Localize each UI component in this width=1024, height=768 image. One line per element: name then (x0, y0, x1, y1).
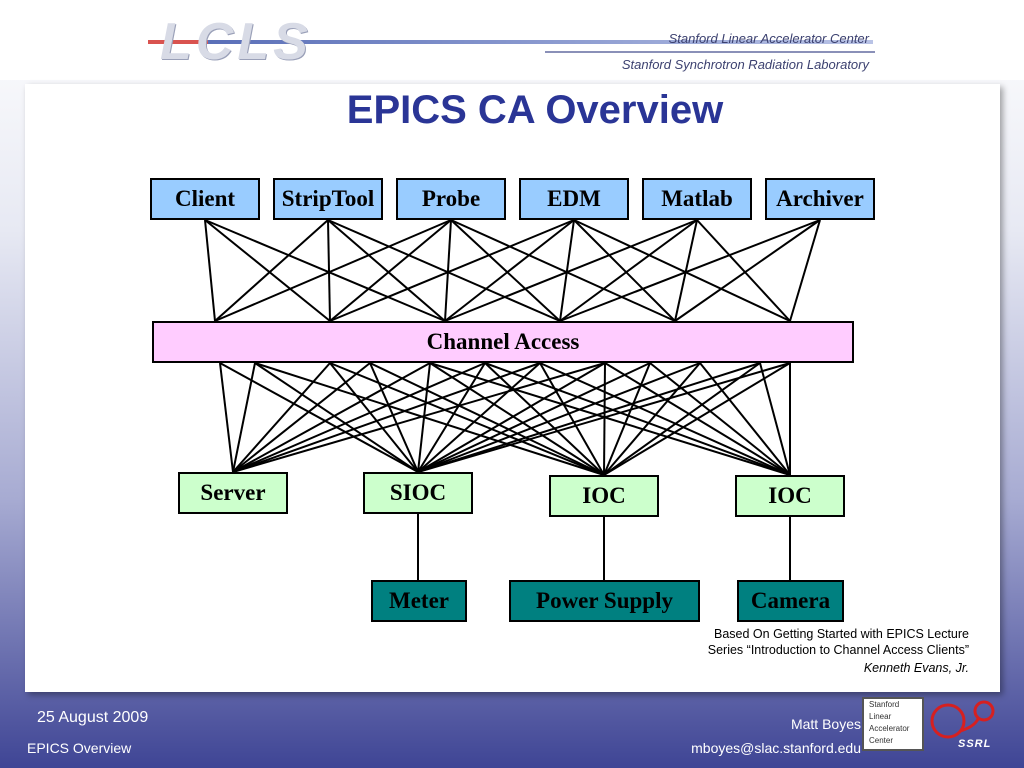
org-divider (545, 51, 875, 53)
ca-server-link (417, 362, 701, 473)
ca-server-link (539, 362, 605, 476)
ca-server-link (417, 362, 606, 473)
client-ca-link (444, 219, 452, 322)
client-ca-link (559, 219, 698, 322)
ca-server-link (232, 362, 256, 473)
channel-access-box: Channel Access (152, 321, 854, 363)
ca-server-link (417, 362, 486, 473)
footer-name: Matt Boyes (790, 716, 861, 732)
ca-server-link (417, 362, 651, 473)
slac-logo-line: Linear (869, 712, 892, 721)
ca-server-link (329, 362, 605, 476)
slac-logo-line: Stanford (869, 700, 900, 709)
ca-server-link (232, 362, 606, 473)
ca-server-link (417, 362, 431, 473)
ca-server-link (232, 362, 541, 473)
ca-server-link (417, 362, 761, 473)
ca-server-link (254, 362, 419, 473)
device-box-meter: Meter (371, 580, 467, 622)
ca-server-link (232, 362, 486, 473)
client-ca-link (204, 219, 331, 322)
citation: Based On Getting Started with EPICS Lect… (708, 626, 969, 676)
device-box-power-supply: Power Supply (509, 580, 700, 622)
client-ca-link (573, 219, 791, 322)
client-ca-link (789, 219, 821, 322)
ca-server-link (603, 362, 606, 476)
client-box-matlab: Matlab (642, 178, 752, 220)
client-ca-link (573, 219, 676, 322)
ca-server-link (603, 362, 701, 476)
ssrl-logo-text: SSRL (958, 738, 992, 750)
device-box-camera: Camera (737, 580, 844, 622)
footer-email: mboyes@slac.stanford.edu (691, 740, 861, 756)
lcls-logo: LCLS (160, 13, 312, 71)
ca-server-link (369, 362, 419, 473)
ca-server-link (417, 362, 791, 473)
logo-stripe-red (148, 40, 208, 44)
ca-server-link (219, 362, 234, 473)
client-ca-link (329, 219, 452, 322)
client-box-client: Client (150, 178, 260, 220)
org-line1: Stanford Linear Accelerator Center (668, 31, 869, 46)
client-ca-link (559, 219, 575, 322)
client-ca-link (327, 219, 561, 322)
footer-topic: EPICS Overview (27, 740, 132, 756)
ca-server-link (369, 362, 605, 476)
client-ca-link (444, 219, 575, 322)
header-bar: LCLS Stanford Linear Accelerator Center … (0, 0, 1024, 80)
slide-title: EPICS CA Overview (346, 88, 724, 132)
slac-logo-line: Accelerator (869, 724, 910, 733)
client-box-probe: Probe (396, 178, 506, 220)
client-ca-link (674, 219, 698, 322)
client-ca-link (696, 219, 791, 322)
citation-line1: Based On Getting Started with EPICS Lect… (714, 627, 969, 641)
ca-server-link (539, 362, 791, 476)
client-box-archiver: Archiver (765, 178, 875, 220)
client-box-edm: EDM (519, 178, 629, 220)
server-box-ioc-2: IOC (735, 475, 845, 517)
client-ca-link (327, 219, 446, 322)
client-ca-link (329, 219, 575, 322)
ca-server-link (219, 362, 419, 473)
client-ca-link (204, 219, 216, 322)
server-box-sioc: SIOC (363, 472, 473, 514)
ca-server-link (603, 362, 761, 476)
client-ca-link (559, 219, 821, 322)
ca-server-link (484, 362, 791, 476)
client-ca-link (450, 219, 676, 322)
client-box-striptool: StripTool (273, 178, 383, 220)
logo-stripe-blue (208, 40, 873, 44)
ca-server-link (603, 362, 651, 476)
server-box-server: Server (178, 472, 288, 514)
client-ca-link (674, 219, 821, 322)
ca-server-link (417, 362, 541, 473)
citation-line2: Series “Introduction to Channel Access C… (707, 643, 969, 657)
ca-server-link (759, 362, 791, 476)
citation-author: Kenneth Evans, Jr. (863, 661, 969, 675)
client-ca-link (214, 219, 329, 322)
ssrl-logo-icon (930, 700, 995, 739)
ca-server-link (232, 362, 431, 473)
ca-server-link (484, 362, 605, 476)
server-box-ioc-1: IOC (549, 475, 659, 517)
slac-logo: Stanford Linear Accelerator Center (862, 697, 924, 751)
org-line2: Stanford Synchrotron Radiation Laborator… (621, 57, 869, 72)
ca-server-link (232, 362, 371, 473)
ca-server-link (429, 362, 605, 476)
footer-date: 25 August 2009 (37, 709, 149, 726)
ca-server-link (699, 362, 791, 476)
client-ca-link (327, 219, 331, 322)
ca-server-link (254, 362, 605, 476)
client-ca-link (204, 219, 446, 322)
ca-server-link (232, 362, 331, 473)
client-ca-link (450, 219, 561, 322)
client-ca-link (214, 219, 452, 322)
ca-server-link (329, 362, 419, 473)
client-ca-link (444, 219, 698, 322)
slac-logo-line: Center (869, 736, 894, 745)
ca-server-link (603, 362, 791, 476)
ca-server-link (649, 362, 791, 476)
